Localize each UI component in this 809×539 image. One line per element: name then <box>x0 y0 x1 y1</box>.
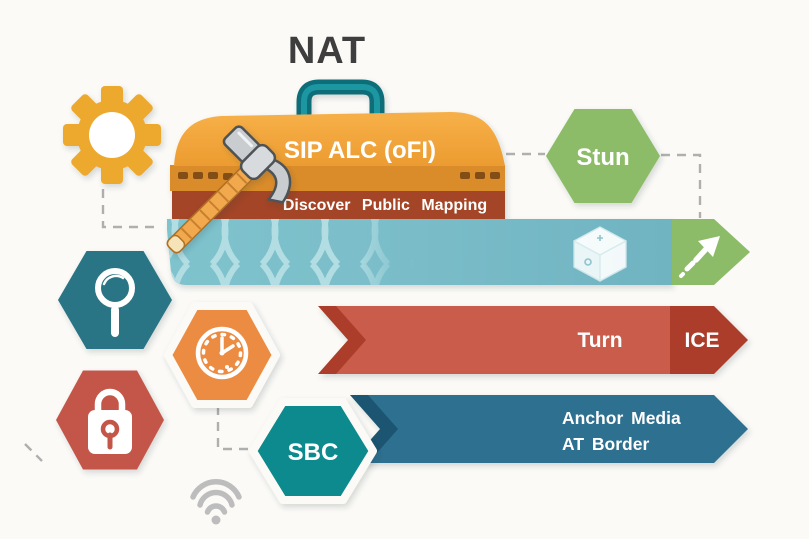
connector-gear-toolbox <box>101 189 161 229</box>
clock-hexagon <box>164 302 280 408</box>
gear-icon <box>63 86 161 184</box>
latch-marks <box>178 172 500 180</box>
toolbox: SIP ALC (oFI) Discover Public Mapping <box>167 79 672 285</box>
dashed-connectors <box>24 152 702 462</box>
lock-hexagon <box>56 370 164 470</box>
band-arrowhead <box>672 219 750 285</box>
toolbox-strip <box>170 165 505 191</box>
anchor-band: Anchor Media AT Border <box>350 395 748 463</box>
magnifier-hexagon <box>58 251 172 349</box>
magnifier-icon <box>95 268 135 337</box>
turn-body <box>336 306 670 374</box>
turn-label: Turn <box>577 329 622 352</box>
hammer-icon <box>166 125 292 254</box>
toolbox-body-pattern <box>167 219 415 285</box>
jump-arrow-icon <box>679 236 720 278</box>
clock-icon <box>195 326 249 380</box>
stun-hexagon: Stun <box>546 109 660 203</box>
connector-clock-sbc <box>216 406 252 451</box>
turn-band: Turn ICE <box>318 306 748 374</box>
anchor-body <box>368 395 748 463</box>
sbc-label: SBC <box>288 439 339 466</box>
stun-label: Stun <box>576 144 629 171</box>
banner-label: Discover Public Mapping <box>283 197 487 214</box>
wifi-icon <box>190 479 242 525</box>
sbc-hexagon: SBC <box>249 398 377 504</box>
lid-label: SIP ALC (oFI) <box>284 137 436 164</box>
anchor-label-line2: AT Border <box>562 434 649 454</box>
connector-stun-band <box>661 153 702 218</box>
connector-lock-stub <box>24 443 43 462</box>
toolbox-handle <box>296 79 385 120</box>
gear-hub <box>89 112 135 158</box>
cube-icon <box>573 226 627 282</box>
padlock-icon <box>88 388 132 454</box>
ice-label: ICE <box>684 329 719 352</box>
anchor-label-line1: Anchor Media <box>562 408 681 428</box>
turn-tip <box>670 306 748 374</box>
nat-title: NAT <box>288 30 366 72</box>
